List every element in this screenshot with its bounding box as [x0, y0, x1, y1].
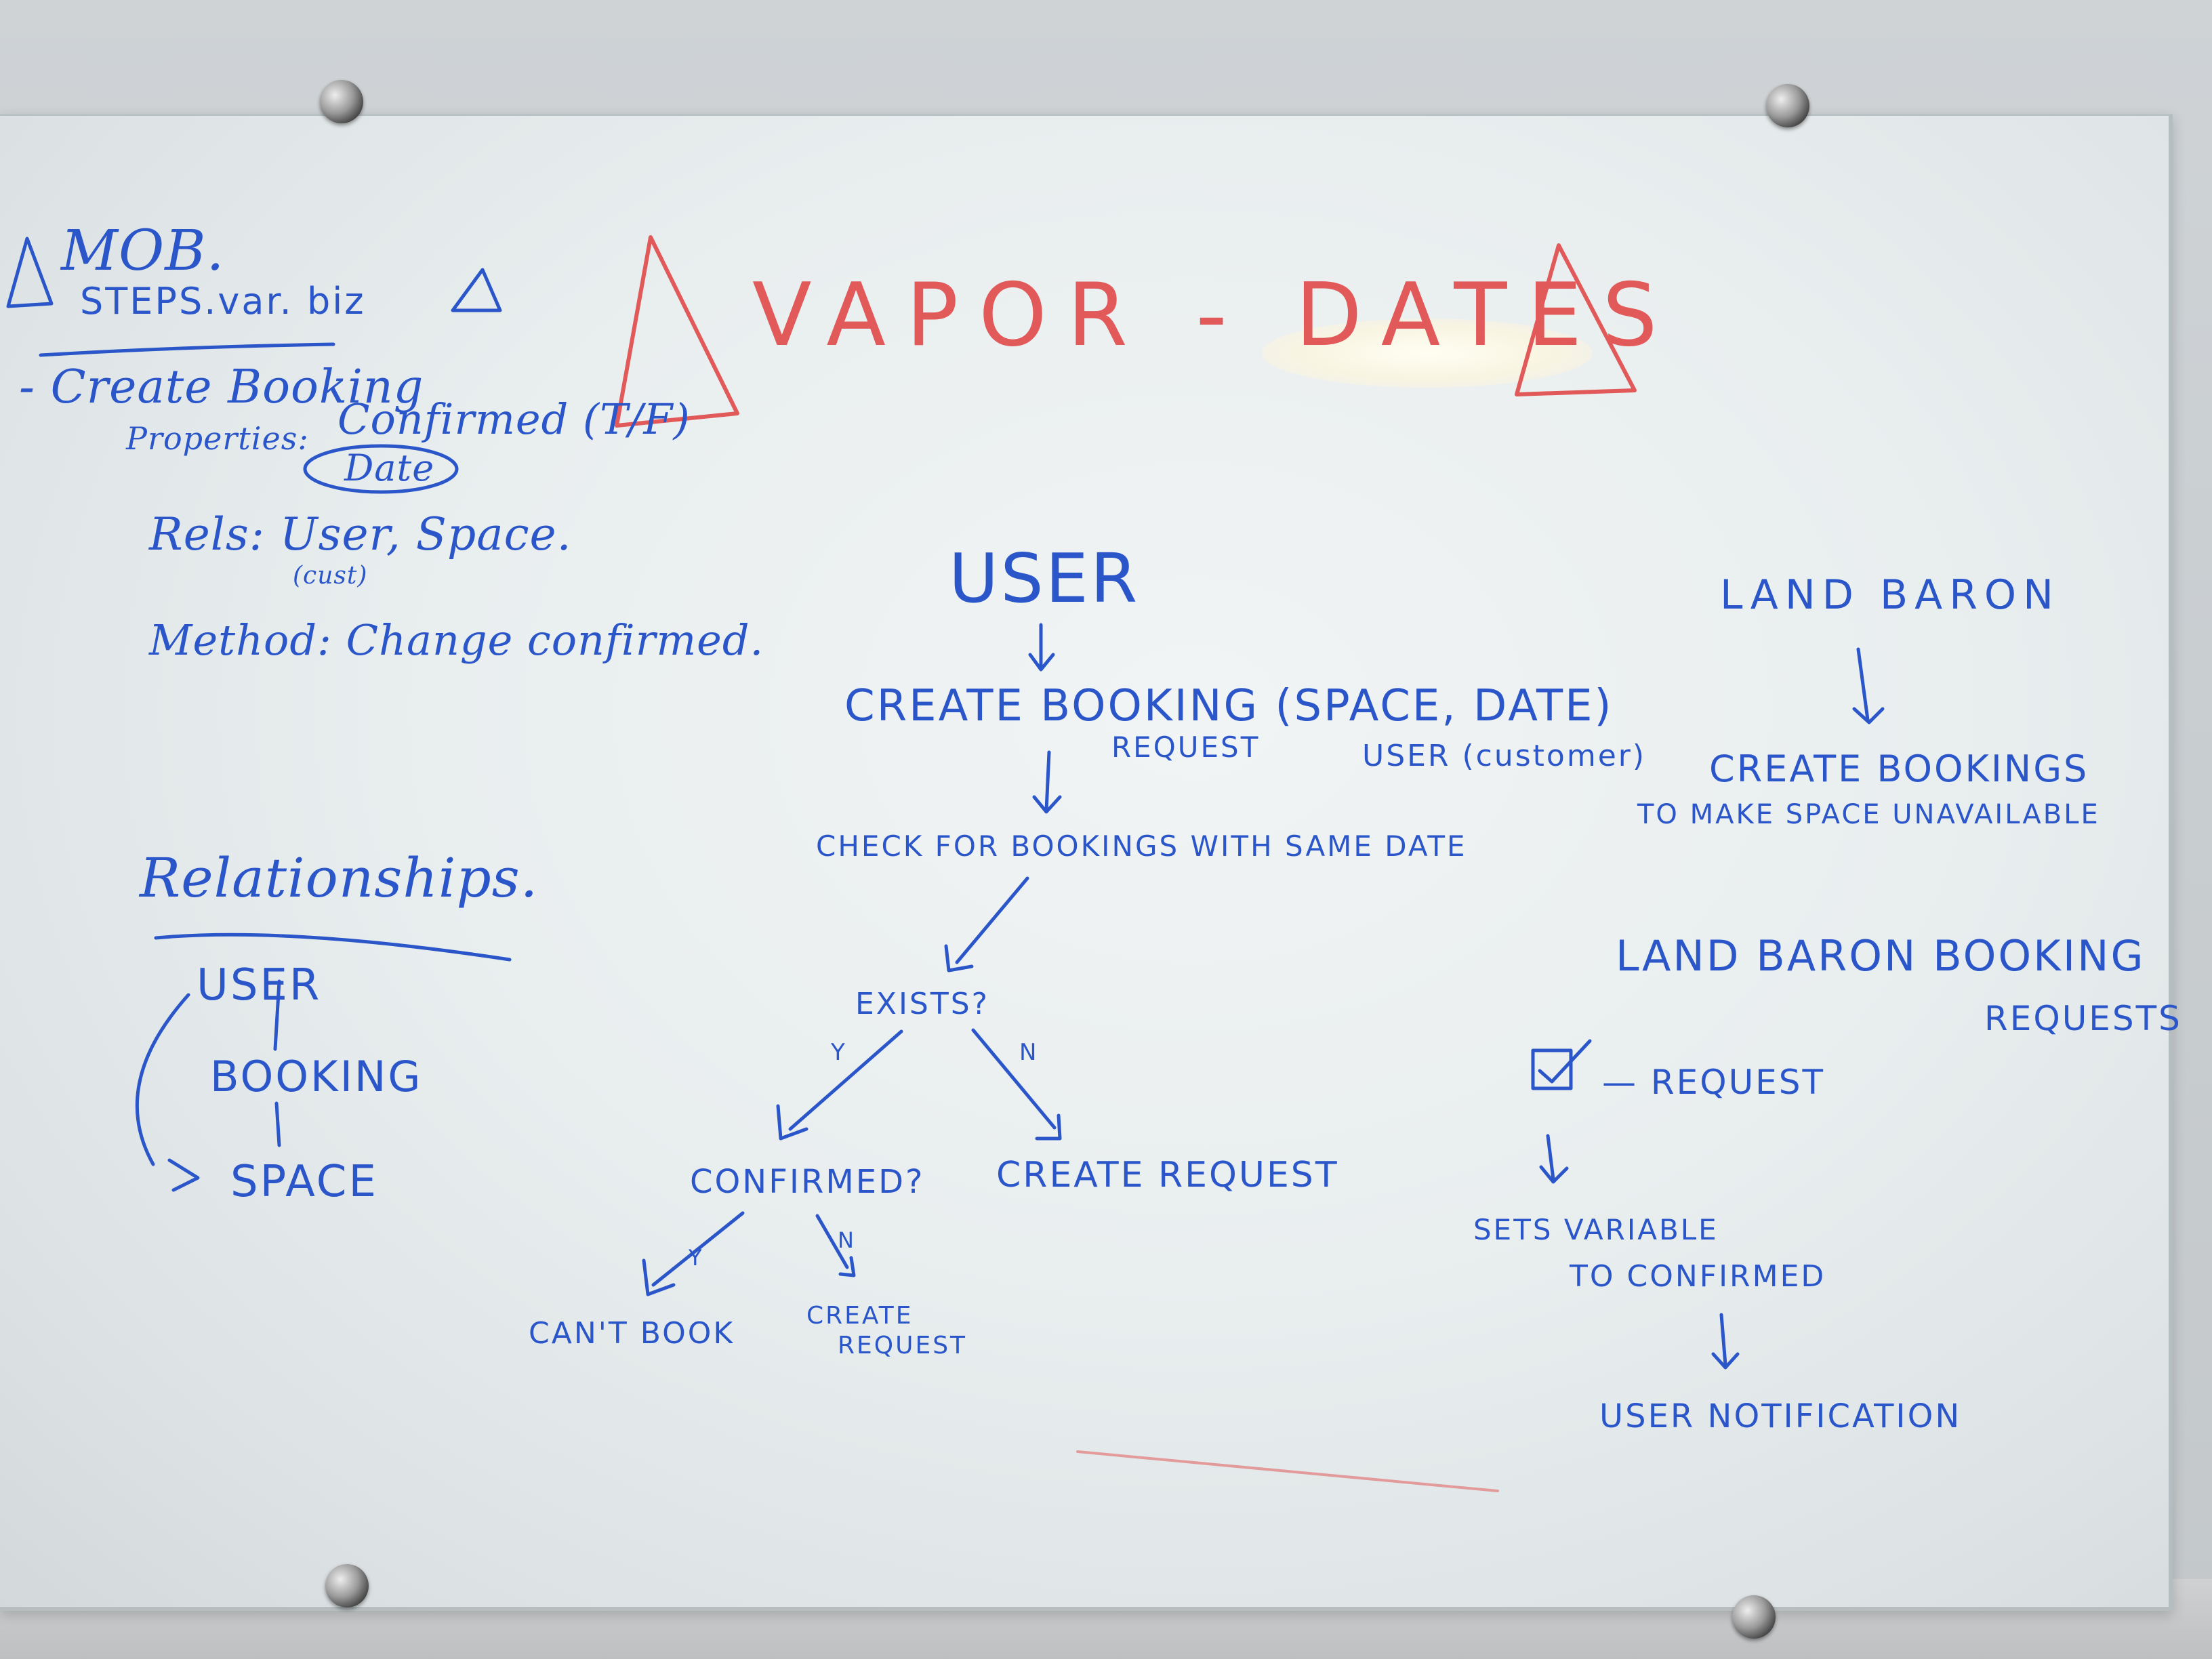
flow-create-booking: CREATE BOOKING (SPACE, DATE) — [844, 681, 1614, 731]
flow-yes-1: Y — [831, 1039, 847, 1066]
booking-space-link — [274, 1101, 281, 1147]
notes-create-booking: - Create Booking — [19, 361, 424, 414]
flow-request-2: REQUEST — [838, 1332, 968, 1359]
arrow-exists-yes — [776, 1029, 903, 1141]
flow-user: USER — [949, 539, 1140, 618]
checkbox-icon — [1531, 1048, 1573, 1090]
relationships-space: SPACE — [230, 1157, 378, 1207]
notes-heading-mob: MOB. — [61, 219, 225, 283]
baron-requests: REQUESTS — [1984, 999, 2182, 1038]
notes-properties-value: Confirmed (T/F) — [337, 394, 691, 444]
arrow-exists-no — [971, 1028, 1062, 1141]
notes-properties-label: Properties: — [126, 420, 309, 457]
flow-create-2: CREATE — [806, 1302, 914, 1330]
flow-no-2: N — [838, 1227, 856, 1253]
faded-red-line — [1076, 1450, 1499, 1492]
red-triangle-left — [615, 235, 739, 428]
space-arrowhead — [167, 1158, 200, 1192]
baron-to-confirmed: TO CONFIRMED — [1570, 1259, 1826, 1294]
relationships-title: Relationships. — [140, 846, 539, 909]
red-triangle-right — [1515, 243, 1637, 396]
baron-title: LAND BARON — [1720, 571, 2061, 619]
flow-exists: EXISTS? — [855, 987, 990, 1021]
notes-rels: Rels: User, Space. — [149, 508, 572, 560]
notes-heading-steps: STEPS.var. biz — [80, 280, 366, 323]
standoff-screw-bottom-left — [325, 1564, 369, 1607]
relationships-underline — [154, 933, 512, 962]
checkmark — [1538, 1039, 1592, 1084]
relationships-user: USER — [197, 960, 322, 1010]
baron-create-bookings: CREATE BOOKINGS — [1709, 747, 2089, 790]
standoff-screw-top-right — [1766, 84, 1809, 127]
notes-rels-sub: (cust) — [293, 562, 368, 590]
flow-yes-2: Y — [689, 1245, 704, 1271]
baron-request-item: — REQUEST — [1602, 1063, 1826, 1102]
arrow-create-to-check — [1032, 750, 1062, 814]
flow-check-bookings: CHECK FOR BOOKINGS WITH SAME DATE — [816, 830, 1467, 863]
arrow-user-to-create — [1028, 623, 1055, 672]
light-reflection — [1262, 319, 1593, 388]
notes-method: Method: Change confirmed. — [149, 615, 764, 665]
blue-triangle-right — [451, 268, 502, 312]
arrow-check-to-exists — [944, 876, 1029, 972]
baron-make-unavailable: TO MAKE SPACE UNAVAILABLE — [1637, 799, 2100, 830]
baron-user-notification: USER NOTIFICATION — [1599, 1397, 1962, 1435]
flow-no-1: N — [1019, 1039, 1039, 1066]
flow-cant-book: CAN'T BOOK — [529, 1316, 735, 1351]
arrow-request-to-sets — [1539, 1134, 1569, 1184]
flow-request: REQUEST — [1111, 731, 1261, 764]
whiteboard — [0, 114, 2173, 1611]
standoff-screw-top-left — [320, 80, 363, 123]
arrow-confirmed-no — [815, 1214, 856, 1277]
arrow-baron-to-create — [1852, 647, 1885, 724]
baron-booking-title: LAND BARON BOOKING — [1616, 931, 2146, 981]
user-space-curve — [135, 993, 190, 1166]
relationships-booking: BOOKING — [210, 1052, 423, 1101]
flow-create-request: CREATE REQUEST — [996, 1155, 1339, 1195]
flow-confirmed: CONFIRMED? — [690, 1163, 925, 1201]
user-booking-link — [273, 979, 281, 1051]
heading-underline — [39, 342, 335, 357]
baron-sets-variable: SETS VARIABLE — [1473, 1213, 1719, 1246]
standoff-screw-bottom-right — [1732, 1595, 1776, 1639]
arrow-confirmed-yes — [642, 1211, 745, 1296]
flow-customer: USER (customer) — [1362, 739, 1647, 773]
notes-date: Date — [344, 447, 435, 489]
board-title: VAPOR - DATES — [752, 265, 1678, 366]
arrow-confirmed-to-notification — [1711, 1313, 1740, 1370]
blue-triangle-left — [6, 237, 54, 308]
date-circle — [303, 444, 459, 494]
